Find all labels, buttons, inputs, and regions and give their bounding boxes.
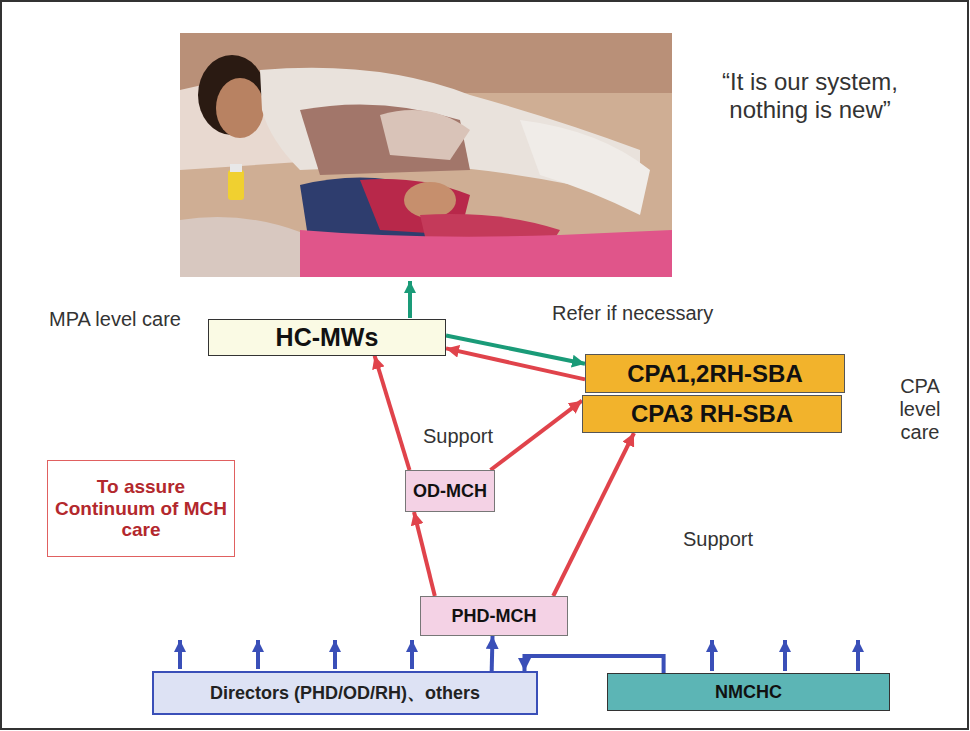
connector-arrow xyxy=(446,348,585,379)
node-text: CPA1,2RH-SBA xyxy=(627,360,803,388)
level-label: MPA level care xyxy=(45,308,185,331)
connector-arrow xyxy=(446,336,585,364)
cpa-box: CPA1,2RH-SBA xyxy=(585,354,845,393)
node-text: CPA3 RH-SBA xyxy=(631,400,793,428)
node-text: To assure Continuum of MCH care xyxy=(54,476,228,542)
to-photo-arrow xyxy=(408,281,412,318)
connector-arrow xyxy=(490,636,495,671)
node-text: HC-MWs xyxy=(276,323,379,352)
refer-label: Refer if necessary xyxy=(552,302,782,325)
node-text: PHD-MCH xyxy=(452,606,537,627)
node-text: NMCHC xyxy=(715,682,782,703)
support-arrows xyxy=(180,640,858,671)
mch-box: PHD-MCH xyxy=(420,596,568,636)
support-label: Support xyxy=(423,425,523,448)
connector-arrow xyxy=(524,656,663,673)
level-label: CPA level care xyxy=(882,375,958,444)
midwife-box: HC-MWs xyxy=(208,319,446,356)
node-text: Directors (PHD/OD/RH)、others xyxy=(210,683,480,704)
support-label: Support xyxy=(683,528,783,551)
note-box: To assure Continuum of MCH care xyxy=(47,460,235,557)
connector-arrow xyxy=(375,356,410,470)
connector-arrow xyxy=(491,401,583,470)
node-text: OD-MCH xyxy=(413,481,487,502)
directors-box: Directors (PHD/OD/RH)、others xyxy=(152,671,538,715)
connector-arrow xyxy=(414,512,435,596)
center-box: NMCHC xyxy=(607,673,890,711)
mch-box: OD-MCH xyxy=(405,470,495,512)
connector-arrow xyxy=(553,433,634,596)
cpa-box: CPA3 RH-SBA xyxy=(582,395,842,433)
mother-baby-photo xyxy=(180,33,672,277)
quote-text: “It is our system, nothing is new” xyxy=(690,68,930,123)
